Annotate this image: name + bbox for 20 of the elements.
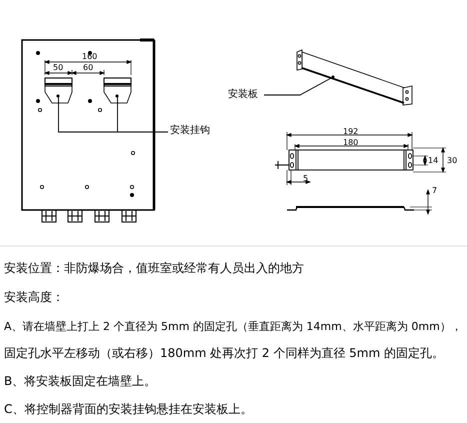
- instruction-text: A、请在墙壁上打上 2 个直径为 5mm 的固定孔（垂直距离为 14mm、水平距离为 0mm），: [4, 319, 462, 334]
- callout-label: 安装挂钩: [170, 125, 216, 137]
- dimension-label: 14: [428, 156, 438, 165]
- instruction-text: 安装位置：非防爆场合，值班室或经常有人员出入的地方: [4, 261, 304, 276]
- dimension-label: 5: [303, 174, 308, 183]
- instruction-text: B、将安装板固定在墙壁上。: [4, 374, 156, 389]
- mounting-hook-drawing: [104, 78, 131, 103]
- dimension-label: 50: [53, 63, 64, 72]
- instruction-text: 固定孔水平左移动（或右移）180mm 处再次打 2 个同样为直径 5mm 的固定孔。: [4, 346, 444, 361]
- leader-line: [264, 76, 334, 96]
- dimension-label: 7: [432, 186, 438, 195]
- instruction-text: C、将控制器背面的安装挂钩悬挂在安装板上。: [4, 402, 252, 417]
- callout-label: 安装板: [228, 89, 262, 101]
- mounting-hook-drawing: [45, 78, 72, 103]
- dimension-label: 30: [447, 156, 458, 165]
- dimension-label: 180: [343, 138, 358, 147]
- instruction-text: 安装高度：: [4, 290, 64, 305]
- dimension-label: 192: [343, 127, 358, 136]
- mounting-plate-drawing: [296, 48, 413, 105]
- dimension-label: 60: [83, 63, 94, 72]
